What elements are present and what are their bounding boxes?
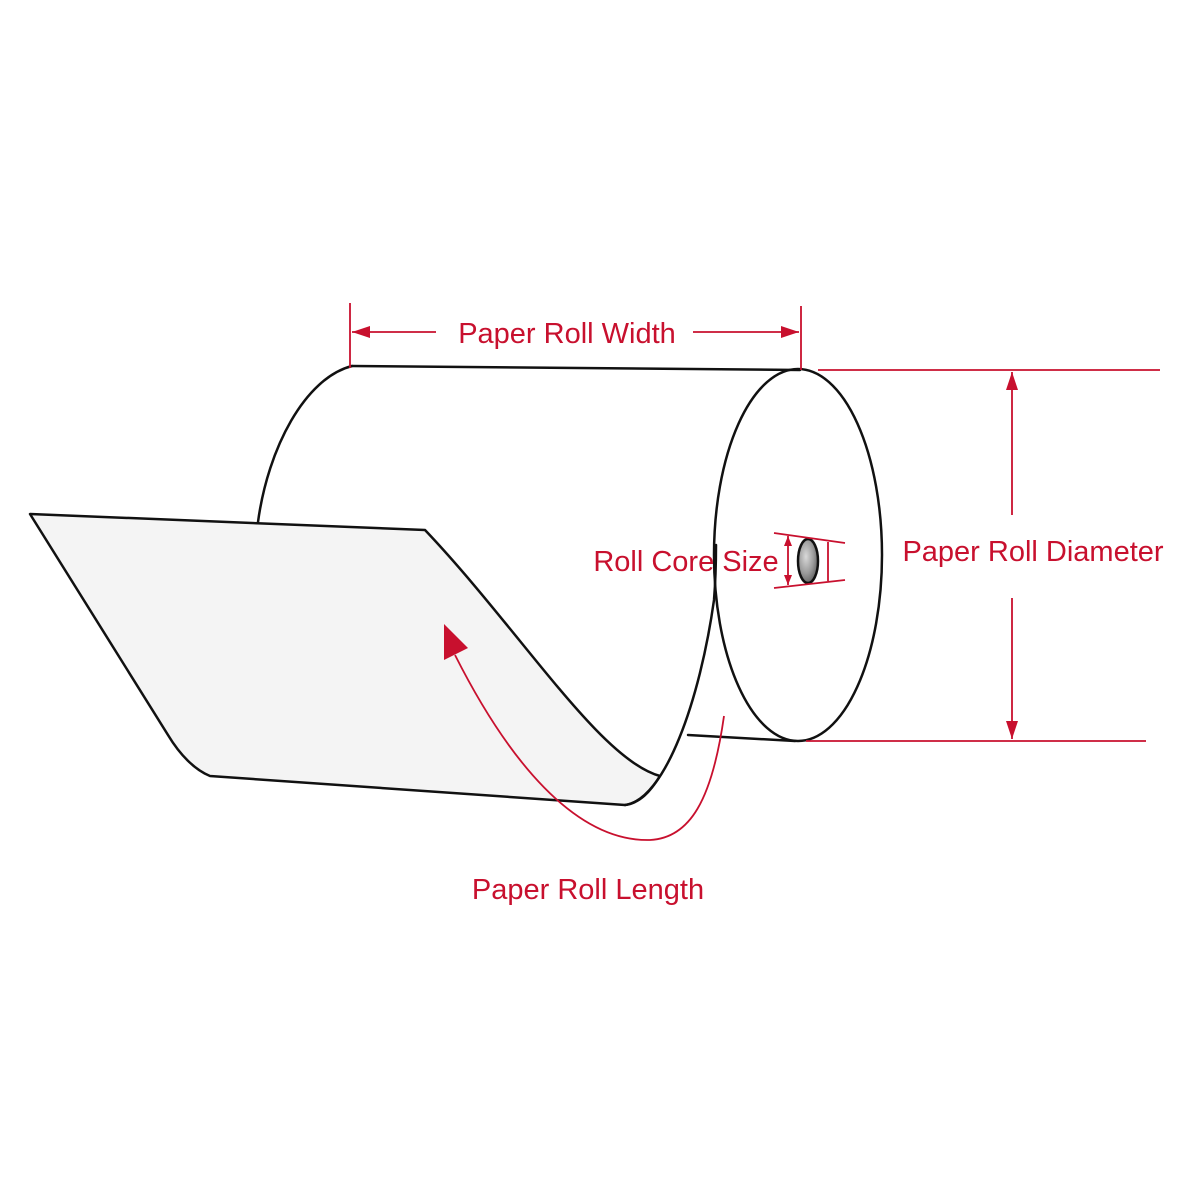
- roll-back-edge: [256, 364, 354, 524]
- width-arrow-left-icon: [352, 326, 370, 338]
- paper-sheet: [28, 512, 662, 807]
- paper-sheet-curl: [623, 543, 718, 807]
- roll-core-hole: [796, 537, 820, 585]
- length-arrow-icon: [444, 624, 468, 660]
- diameter-dimension: Paper Roll Diameter: [806, 369, 1164, 742]
- core-arrow-down-icon: [784, 575, 792, 585]
- width-label: Paper Roll Width: [458, 318, 676, 350]
- roll-end-face: [712, 367, 884, 743]
- core-extension-bottom: [773, 579, 846, 589]
- roll-top-edge: [350, 364, 802, 372]
- width-dimension: Paper Roll Width: [349, 303, 802, 370]
- diameter-label: Paper Roll Diameter: [902, 536, 1163, 568]
- core-dimension: Roll Core Size: [593, 532, 846, 589]
- length-curve: [454, 654, 725, 841]
- core-extension-top: [773, 532, 846, 544]
- diameter-arrow-down-icon: [1006, 721, 1018, 739]
- diameter-arrow-up-icon: [1006, 372, 1018, 390]
- length-label: Paper Roll Length: [472, 874, 704, 906]
- paper-roll: [28, 364, 884, 807]
- roll-bottom-edge: [686, 733, 797, 743]
- width-arrow-right-icon: [781, 326, 799, 338]
- core-arrow-up-icon: [784, 536, 792, 546]
- length-dimension: Paper Roll Length: [444, 624, 725, 906]
- core-label: Roll Core Size: [593, 546, 778, 578]
